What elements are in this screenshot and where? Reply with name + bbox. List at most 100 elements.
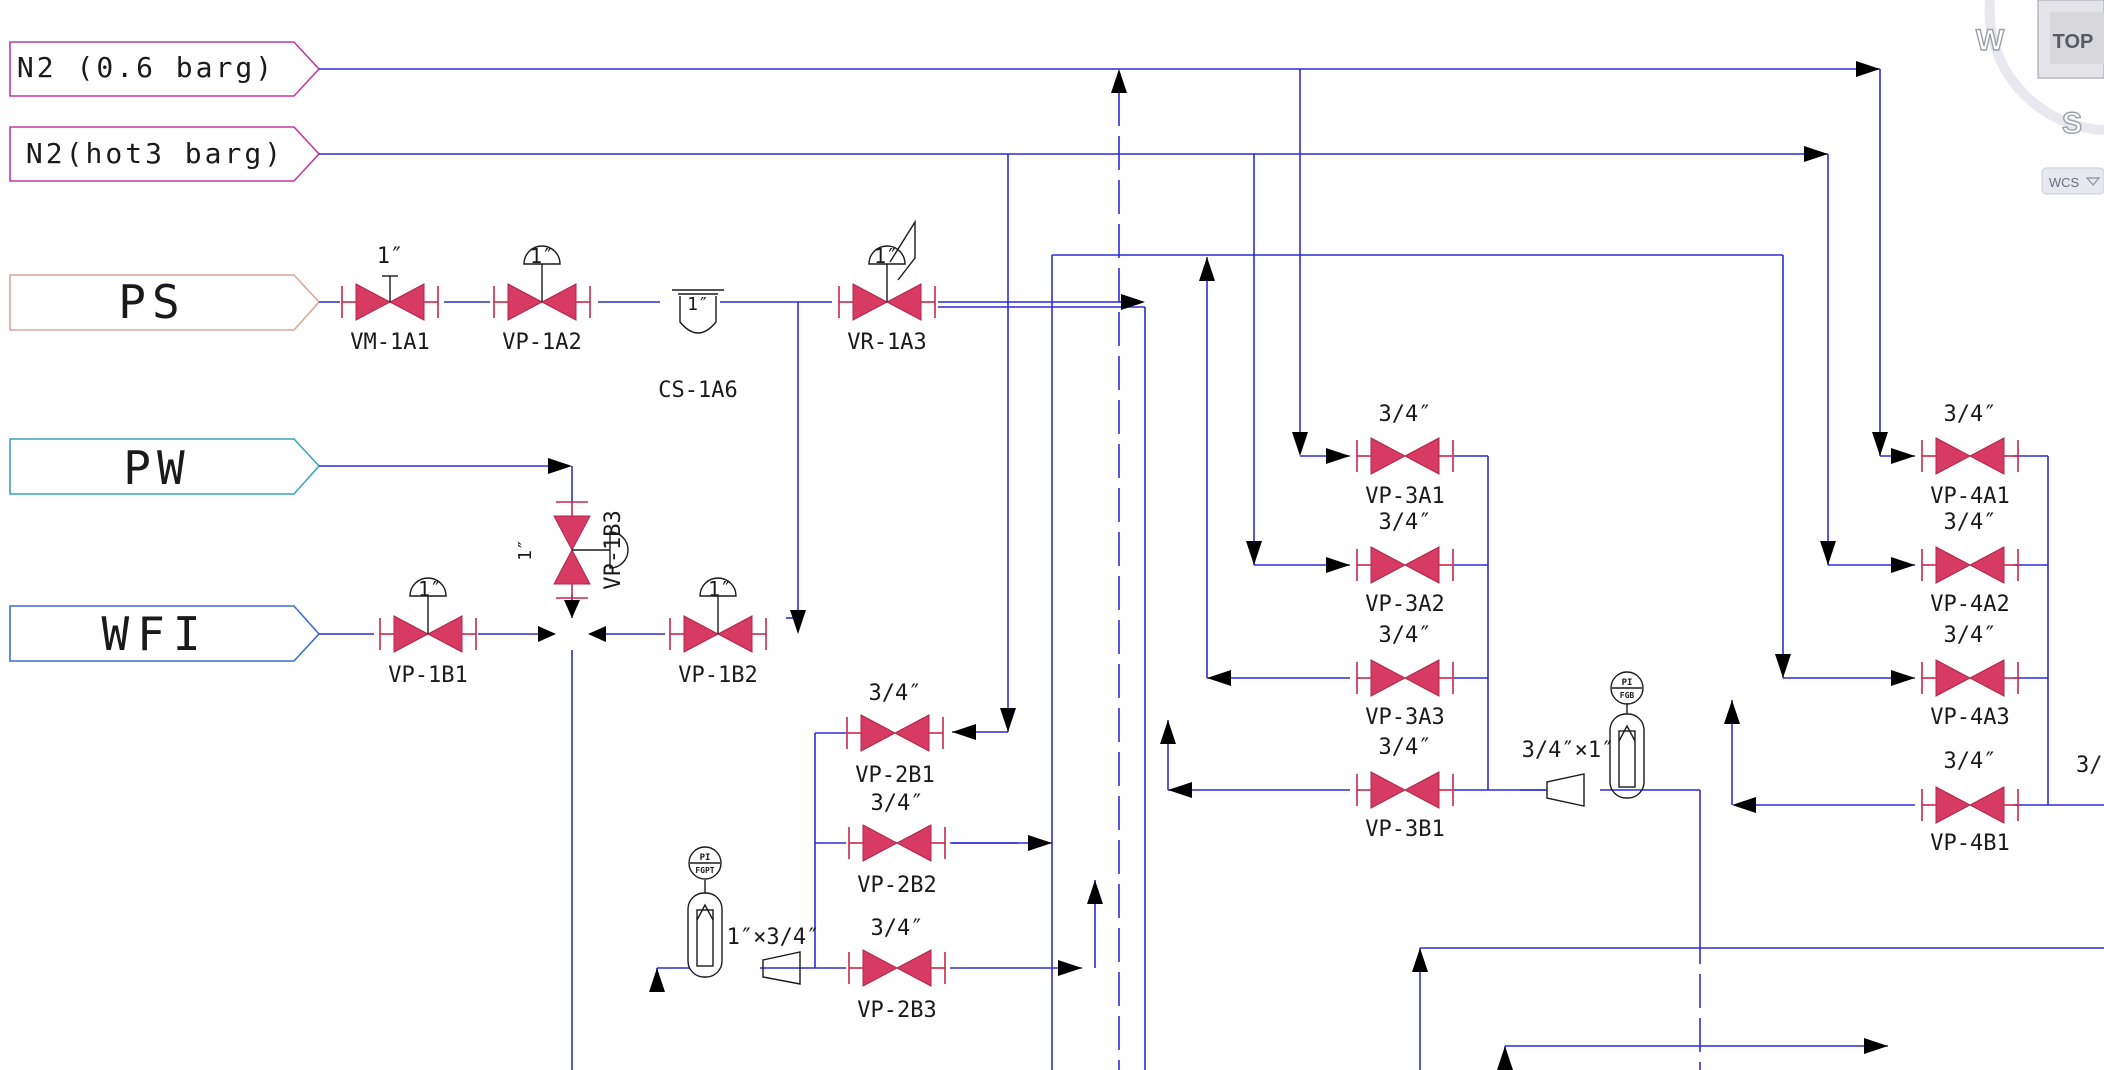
valve-body-left: [862, 824, 899, 862]
valve-vp-1b2[interactable]: [669, 577, 767, 653]
valve-vp-1b1[interactable]: [379, 577, 477, 653]
valve-vp-2b2[interactable]: [848, 824, 946, 862]
valve-body-right: [553, 548, 591, 585]
valve-vp-2b3[interactable]: [848, 949, 946, 987]
valve-body-right: [716, 615, 753, 653]
pipe-network: [319, 68, 2104, 1070]
valve-size: 3/4″: [1379, 623, 1432, 648]
valve-size: 3/4″: [1944, 749, 1997, 774]
valve-tag: VP-3A1: [1365, 484, 1444, 509]
valve-body-left: [1935, 546, 1972, 584]
diaphragm-actuator-icon: [523, 245, 561, 265]
valve-size: 3/4″: [871, 791, 924, 816]
source-label: N2 (0.6 barg): [17, 51, 275, 84]
valve-size: 3/4″: [1944, 623, 1997, 648]
valve-size: 1″: [708, 577, 732, 601]
reducer-label: 1″×3/4″: [727, 925, 820, 950]
source-tag-n2-hot: N2(hot3 barg): [9, 126, 321, 182]
reducer-label: 3/4″×1″: [1522, 738, 1615, 763]
valve-vp-3a2[interactable]: [1356, 546, 1454, 584]
valve-size: 3/4″: [869, 681, 922, 706]
valve-vp-1a2[interactable]: [493, 245, 591, 321]
valve-vp-3b1[interactable]: [1356, 771, 1454, 809]
valve-body-left: [1370, 659, 1407, 697]
source-label: PW: [123, 441, 190, 495]
valve-size: 1″: [418, 577, 442, 601]
regulator-actuator: [889, 219, 916, 281]
instrument-label-bottom: FGB: [1620, 691, 1635, 700]
valve-vm-1a1[interactable]: [341, 275, 439, 321]
valve-body-right: [893, 714, 930, 752]
valve-tag: VP-1B3: [601, 510, 626, 589]
valve-tag: VP-4A1: [1930, 484, 2009, 509]
valve-tag: VP-4A2: [1930, 592, 2009, 617]
valve-vp-3a3[interactable]: [1356, 659, 1454, 697]
valve-tag: VP-1B2: [678, 663, 757, 688]
source-tag-wfi: WFI: [9, 605, 321, 662]
compass-west-label[interactable]: W: [1975, 23, 2005, 57]
valve-body-right: [1403, 659, 1440, 697]
valve-vp-4b1[interactable]: [1921, 786, 2019, 824]
valve-body-left: [683, 615, 720, 653]
valve-size: 1″: [377, 244, 404, 269]
chevron-down-icon: [2085, 177, 2101, 186]
wcs-menu-button[interactable]: WCS: [2041, 167, 2104, 195]
wcs-label: WCS: [2049, 175, 2080, 190]
reducer-2: 3/4″×1″: [1520, 738, 1615, 807]
strainer-cs-1a6: [672, 289, 724, 334]
valve-vr-1a3[interactable]: [838, 245, 936, 321]
valve-body-left: [507, 283, 544, 321]
valve-vp-4a3[interactable]: [1921, 659, 2019, 697]
source-tag-ps: PS: [9, 274, 321, 331]
valve-body-right: [388, 283, 425, 321]
valve-size: 3/4″: [1379, 510, 1432, 535]
diaphragm-actuator-icon: [868, 245, 906, 265]
valve-labels: VM-1A1 1″ VP-1A2 1″ CS-1A6 1″ VR-1A3 1″ …: [350, 244, 2102, 1023]
diaphragm-actuator-icon: [409, 577, 447, 597]
valve-size: 1″: [687, 294, 709, 315]
valve-body-left: [1935, 786, 1972, 824]
viewcube[interactable]: TOP W S WCS: [1975, 0, 2104, 195]
valve-size: 3/4″: [871, 916, 924, 941]
valve-size: 3/4″: [1944, 510, 1997, 535]
valve-tag: VP-4B1: [1930, 831, 2009, 856]
compass-south-label[interactable]: S: [2061, 106, 2082, 140]
valve-tag: VP-2B2: [857, 873, 936, 898]
valve-body-right: [1968, 546, 2005, 584]
valve-body-left: [393, 615, 430, 653]
source-tag-n2-06: N2 (0.6 barg): [9, 41, 321, 97]
valve-tag: VP-4A3: [1930, 705, 2009, 730]
instrument-pi-fgb: PI FGB: [1609, 671, 1645, 799]
valve-tag: VP-3A2: [1365, 592, 1444, 617]
valve-vp-2b1[interactable]: [846, 714, 944, 752]
valve-size: 3/4″: [1379, 402, 1432, 427]
valve-body-left: [1935, 437, 1972, 475]
valve-body-left: [1370, 546, 1407, 584]
instrument-label-top: PI: [1622, 678, 1633, 688]
valve-tag: VP-3A3: [1365, 705, 1444, 730]
valve-tag: CS-1A6: [658, 378, 737, 403]
valve-tag: VM-1A1: [350, 330, 429, 355]
valve-body-right: [1968, 659, 2005, 697]
valve-tag: VP-2B3: [857, 998, 936, 1023]
valve-vp-1b3[interactable]: [553, 501, 629, 599]
valve-body-left: [1370, 437, 1407, 475]
valve-vp-4a1[interactable]: [1921, 437, 2019, 475]
source-label: PS: [118, 275, 185, 329]
valve-tag: VP-3B1: [1365, 817, 1444, 842]
valve-body-right: [1403, 437, 1440, 475]
valve-body-left: [862, 949, 899, 987]
valve-vp-3a1[interactable]: [1356, 437, 1454, 475]
instrument-pi-fgpt: PI FGPT: [687, 846, 723, 978]
valve-body-right: [895, 824, 932, 862]
source-label: WFI: [101, 607, 208, 661]
instrument-label-bottom: FGPT: [695, 866, 714, 875]
valve-vp-4a2[interactable]: [1921, 546, 2019, 584]
valve-layer: [341, 245, 2019, 987]
valve-body-right: [1403, 546, 1440, 584]
truncated-label: 3/: [2076, 753, 2103, 778]
valve-tag: VP-1B1: [388, 663, 467, 688]
valve-body-right: [426, 615, 463, 653]
flow-arrows: [538, 61, 1915, 1070]
